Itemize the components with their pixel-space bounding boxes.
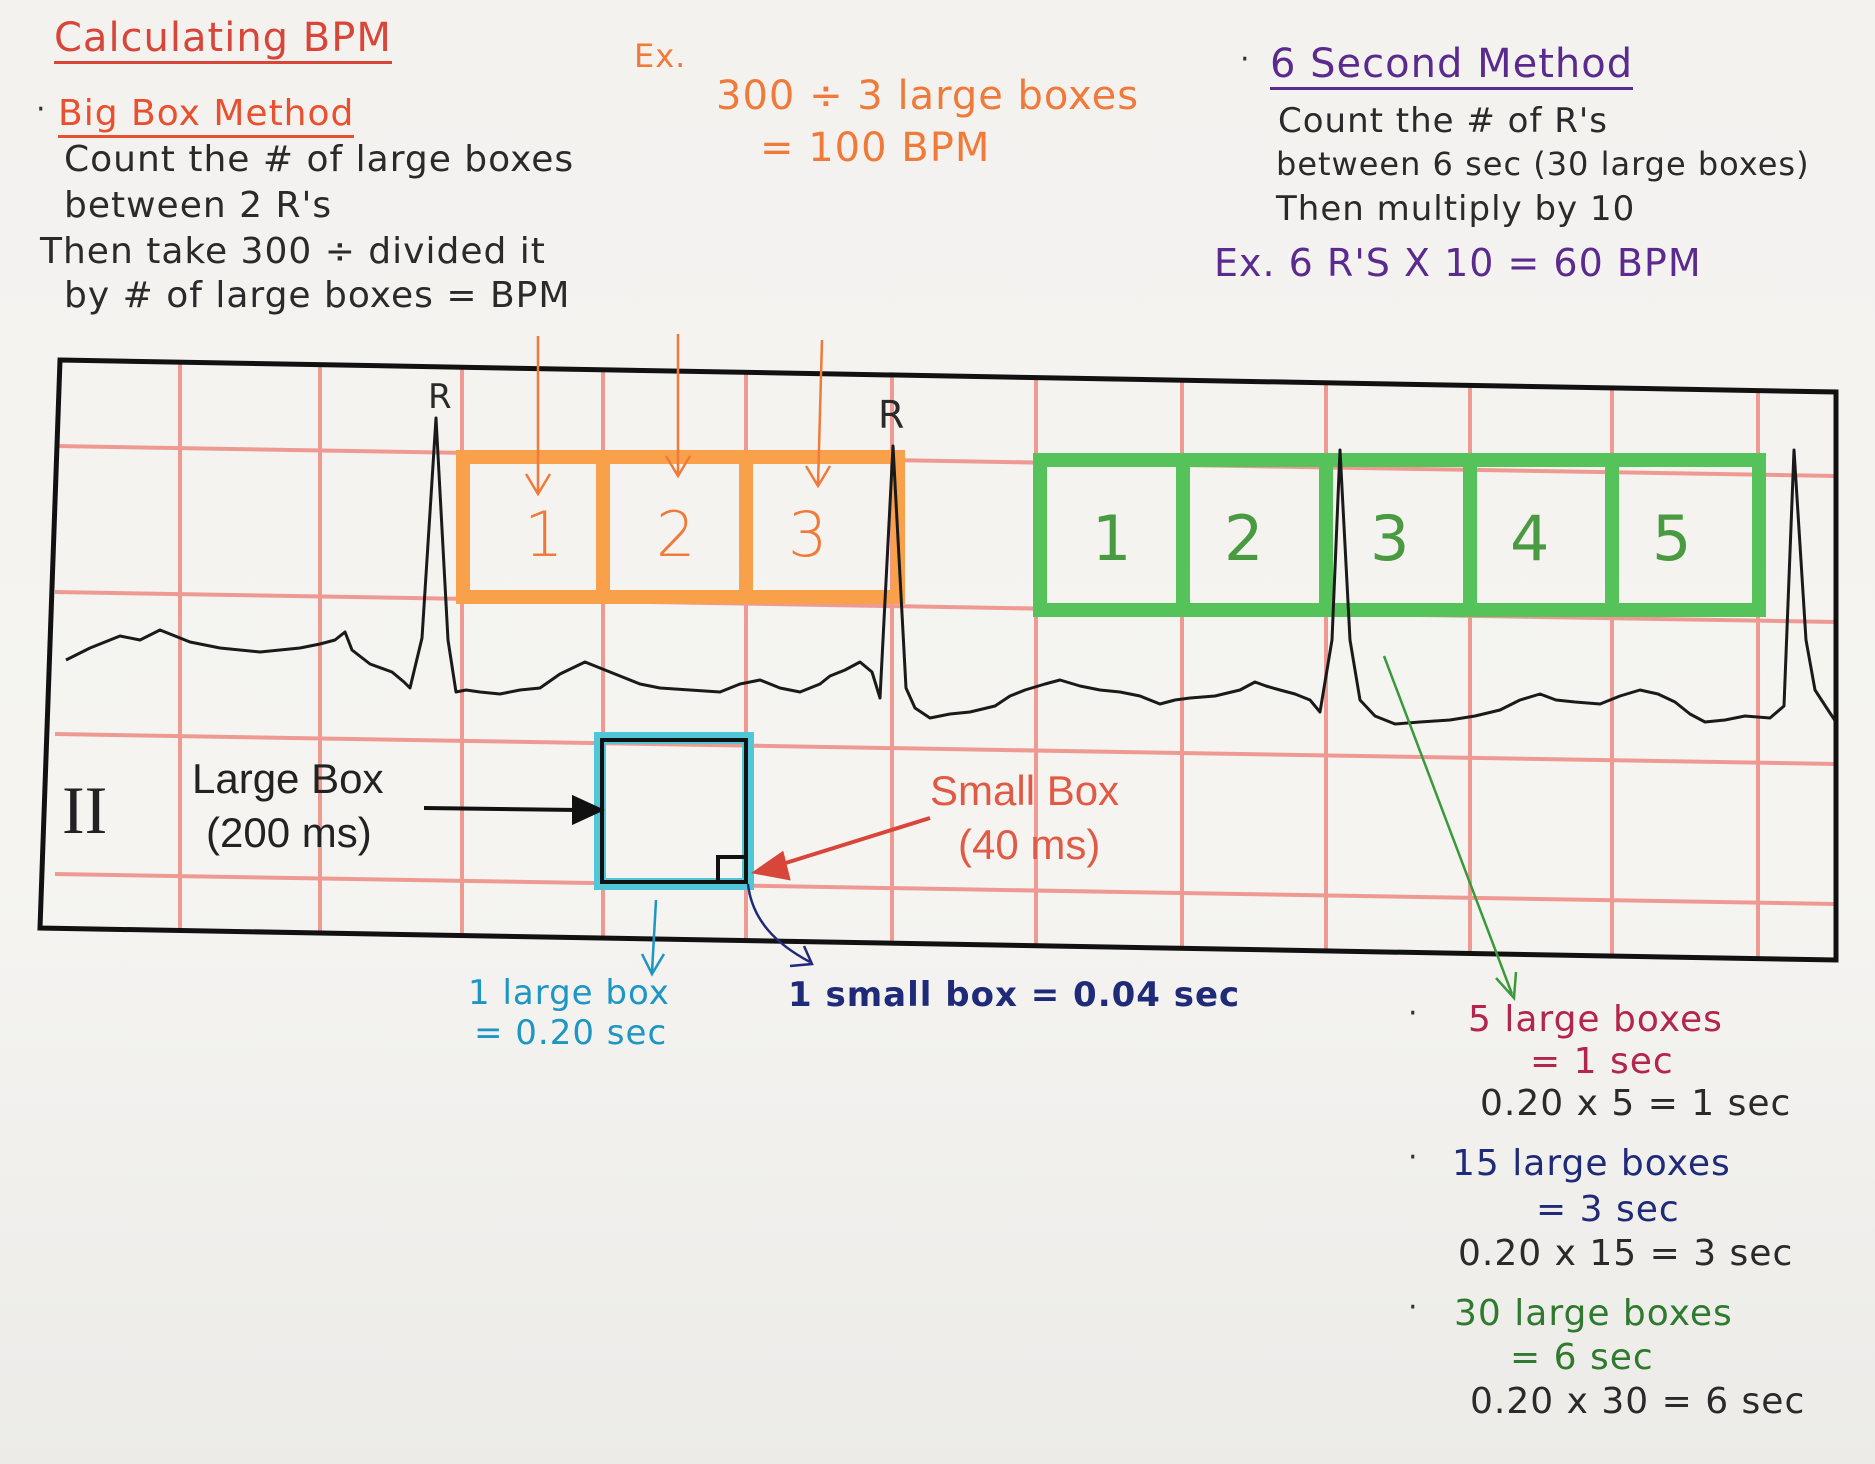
bullet: · xyxy=(1408,1290,1418,1325)
page-title: Calculating BPM xyxy=(54,18,392,64)
bullet: · xyxy=(1240,42,1250,77)
large-box-down-arrow xyxy=(640,899,666,977)
six-second-example: Ex. 6 R'S X 10 = 60 BPM xyxy=(1214,241,1702,285)
green-box-number-4: 4 xyxy=(1510,502,1551,575)
strip-border xyxy=(37,357,1839,963)
small-box-down-arrow xyxy=(746,883,814,968)
bullet: · xyxy=(1408,1140,1418,1175)
green-box-group xyxy=(1033,453,1766,617)
example-line-1: 300 ÷ 3 large boxes xyxy=(716,73,1140,119)
bullet: · xyxy=(1408,996,1418,1031)
small-box-outline xyxy=(716,855,748,884)
note-2-line-3: 0.20 x 15 = 3 sec xyxy=(1458,1233,1794,1274)
green-box-number-3: 3 xyxy=(1370,502,1411,575)
note-1-line-1: 5 large boxes xyxy=(1468,999,1723,1040)
small-box-arrow xyxy=(750,816,931,881)
large-box-highlight xyxy=(594,732,754,890)
ecg-grid xyxy=(54,362,1837,960)
green-box-number-2: 2 xyxy=(1224,502,1265,575)
orange-box-number-1: 1 xyxy=(524,498,565,571)
ecg-trace xyxy=(65,416,1838,726)
big-box-heading: Big Box Method xyxy=(58,96,355,138)
note-2-line-1: 15 large boxes xyxy=(1452,1143,1731,1184)
lead-label: II xyxy=(62,772,108,848)
large-box-eq-1: 1 large box xyxy=(468,973,670,1013)
r-label-1: R xyxy=(428,377,453,417)
green-box-number-1: 1 xyxy=(1092,502,1133,575)
large-box-arrow xyxy=(423,794,605,826)
big-box-line-4: by # of large boxes = BPM xyxy=(64,275,571,316)
large-box-eq-2: = 0.20 sec xyxy=(474,1013,668,1053)
orange-box-number-3: 3 xyxy=(788,498,829,571)
small-box-label-1: Small Box xyxy=(930,767,1120,814)
grid-horizontal-line xyxy=(54,732,1837,766)
green-box-number-5: 5 xyxy=(1652,502,1693,575)
grid-horizontal-line xyxy=(54,872,1837,906)
green-diagonal-arrow xyxy=(1382,655,1518,1002)
example-label: Ex. xyxy=(634,37,687,75)
large-box-label-1: Large Box xyxy=(192,755,384,802)
six-second-line-3: Then multiply by 10 xyxy=(1276,189,1636,229)
bullet: · xyxy=(36,92,46,127)
big-box-line-1: Count the # of large boxes xyxy=(64,139,575,180)
orange-box-number-2: 2 xyxy=(656,498,697,571)
small-box-eq: 1 small box = 0.04 sec xyxy=(788,975,1241,1015)
note-1-line-3: 0.20 x 5 = 1 sec xyxy=(1480,1083,1792,1124)
six-second-heading: 6 Second Method xyxy=(1270,44,1634,90)
small-box-label-2: (40 ms) xyxy=(958,821,1101,868)
green-box-5 xyxy=(1605,453,1766,617)
large-box-label-2: (200 ms) xyxy=(206,809,372,856)
orange-arrows xyxy=(524,334,832,497)
example-line-2: = 100 BPM xyxy=(760,125,991,171)
big-box-line-2: between 2 R's xyxy=(64,185,333,226)
note-1-line-2: = 1 sec xyxy=(1530,1041,1674,1082)
large-box-outline xyxy=(600,738,748,884)
six-second-line-1: Count the # of R's xyxy=(1278,101,1608,141)
note-3-line-3: 0.20 x 30 = 6 sec xyxy=(1470,1381,1806,1422)
note-2-line-2: = 3 sec xyxy=(1536,1189,1680,1230)
note-3-line-1: 30 large boxes xyxy=(1454,1293,1733,1334)
note-3-line-2: = 6 sec xyxy=(1510,1337,1654,1378)
six-second-line-2: between 6 sec (30 large boxes) xyxy=(1276,145,1810,183)
grid-horizontal-line xyxy=(54,444,1837,478)
r-label-2: R xyxy=(878,393,906,437)
big-box-line-3: Then take 300 ÷ divided it xyxy=(40,231,546,272)
